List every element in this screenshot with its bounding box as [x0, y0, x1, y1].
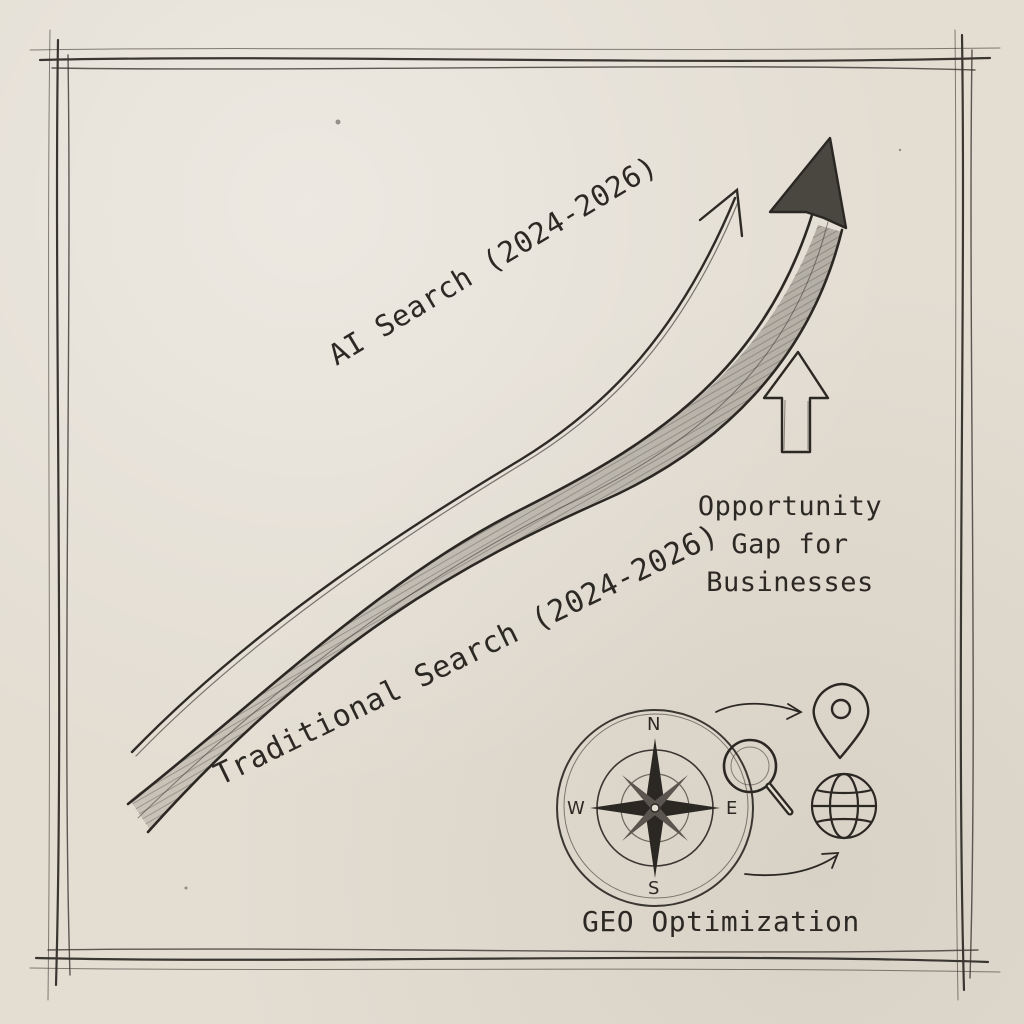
- opportunity-gap-hatching: [130, 225, 842, 830]
- traditional-search-curve: [126, 213, 844, 834]
- connector-arrows: [715, 702, 840, 877]
- globe-icon: [810, 772, 878, 840]
- compass-south-label: S: [648, 878, 660, 899]
- upward-arrow-icon: [762, 350, 830, 454]
- compass-west-label: W: [567, 798, 585, 819]
- traditional-arrowhead: [768, 136, 848, 230]
- paper-specks: [184, 119, 902, 890]
- geo-optimization-label: GEO Optimization: [582, 905, 860, 938]
- compass-east-label: E: [726, 798, 738, 819]
- opportunity-gap-label: Opportunity Gap for Businesses: [697, 491, 883, 598]
- compass-rose-icon: [556, 709, 754, 907]
- compass-north-label: N: [647, 714, 661, 735]
- sketch-frame: [29, 29, 1001, 1001]
- ai-search-curve: [130, 187, 744, 757]
- location-pin-icon: [812, 682, 870, 760]
- magnifier-icon: [722, 738, 794, 816]
